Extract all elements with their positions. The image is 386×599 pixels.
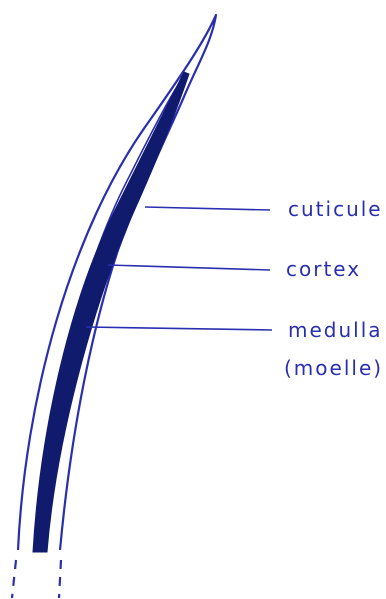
medulla-label: medulla <box>288 318 383 342</box>
shaft-continuation-right <box>59 560 61 598</box>
medulla-core <box>33 72 189 552</box>
shaft-continuation-left <box>12 560 16 598</box>
cortex-leader-line <box>108 265 270 270</box>
cuticle-leader-line <box>145 207 270 210</box>
cortex-label: cortex <box>286 257 361 281</box>
cuticle-label: cuticule <box>288 197 383 221</box>
medulla-leader-line <box>86 327 272 330</box>
medulla-alt-label: (moelle) <box>284 356 383 380</box>
